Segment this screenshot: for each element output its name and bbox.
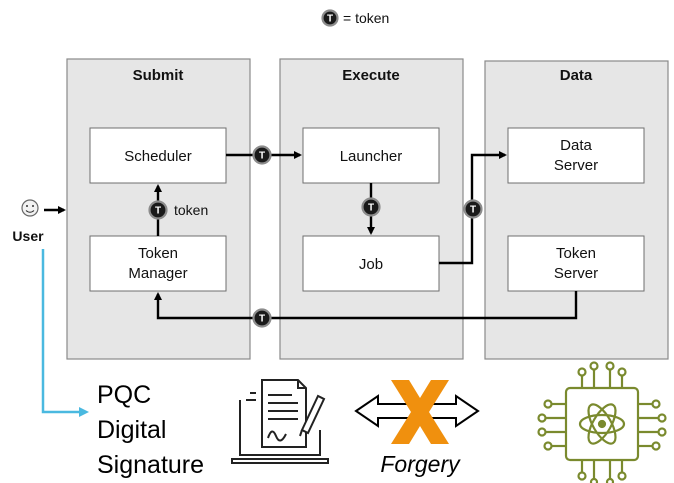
legend-label: = token <box>343 10 389 26</box>
forgery-label: Forgery <box>380 451 461 477</box>
launcher-node: Launcher <box>302 127 440 184</box>
user-label: User <box>12 228 44 244</box>
execute-panel-title: Execute <box>342 67 400 84</box>
pqc-line-1: PQC <box>97 381 151 409</box>
pqc-line-3: Signature <box>97 451 204 479</box>
token-manager-node: Token Manager <box>89 235 227 292</box>
pqc-line-2: Digital <box>97 416 166 444</box>
svg-text:Manager: Manager <box>128 265 187 282</box>
svg-text:T: T <box>368 203 374 214</box>
svg-text:Job: Job <box>359 256 383 273</box>
svg-text:Token: Token <box>556 245 596 262</box>
data-panel-title: Data <box>560 67 593 84</box>
token-icon: T <box>463 199 483 219</box>
token-server-to-manager-arrow <box>154 291 578 320</box>
token-server-node: Token Server <box>507 235 645 292</box>
quantum-chip-icon <box>537 361 667 483</box>
svg-text:T: T <box>259 314 265 325</box>
svg-text:Scheduler: Scheduler <box>124 148 192 165</box>
svg-text:Token: Token <box>138 245 178 262</box>
signed-document-laptop-icon <box>231 379 329 464</box>
data-server-node: Data Server <box>507 127 645 184</box>
token-icon: T <box>252 145 272 165</box>
forgery-x-icon <box>391 380 449 444</box>
token-icon: T <box>252 308 272 328</box>
svg-text:Launcher: Launcher <box>340 148 403 165</box>
smiley-icon <box>21 199 39 217</box>
svg-text:T: T <box>155 206 161 217</box>
scheduler-node: Scheduler <box>89 127 227 184</box>
job-node: Job <box>302 235 440 292</box>
token-icon: T <box>321 9 339 27</box>
svg-text:T: T <box>327 14 333 25</box>
token-icon: T <box>148 200 168 220</box>
submit-panel-title: Submit <box>133 67 184 84</box>
svg-text:T: T <box>259 151 265 162</box>
svg-text:Server: Server <box>554 265 598 282</box>
user-to-pqc-arrow <box>41 249 89 417</box>
svg-text:Server: Server <box>554 157 598 174</box>
token-icon: T <box>361 197 381 217</box>
legend: T = token <box>321 9 389 27</box>
svg-text:Data: Data <box>560 137 592 154</box>
token-label: token <box>174 202 208 218</box>
svg-text:T: T <box>470 205 476 216</box>
